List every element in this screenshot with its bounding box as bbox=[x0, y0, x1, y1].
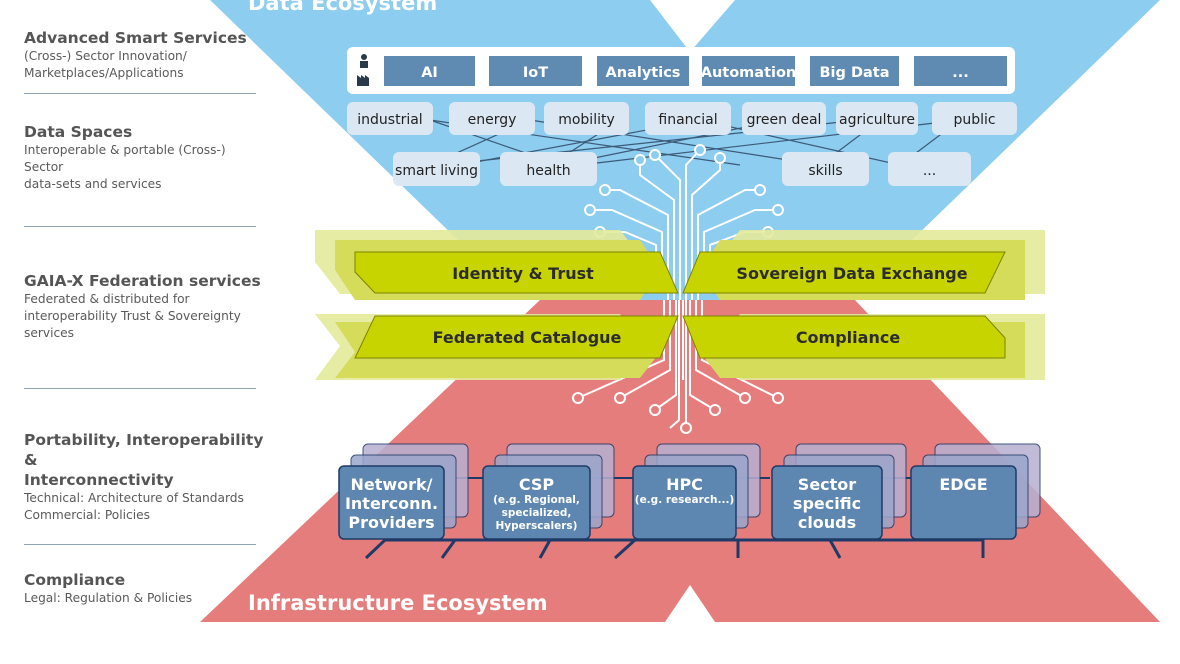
layer-title: Data Spaces bbox=[24, 123, 133, 141]
layer-desc-line: Technical: Architecture of Standards bbox=[24, 491, 244, 505]
divider bbox=[24, 93, 256, 94]
smart-service-box bbox=[597, 56, 689, 86]
factory-icon bbox=[357, 75, 369, 86]
infrastructure-title: specific bbox=[793, 494, 861, 513]
layer-desc-line: Marketplaces/Applications bbox=[24, 66, 184, 80]
data-space-chip bbox=[645, 102, 731, 135]
infrastructure-title: Providers bbox=[348, 513, 434, 532]
federation-service-label: Identity & Trust bbox=[452, 264, 594, 283]
infrastructure-title: clouds bbox=[798, 513, 856, 532]
data-space-chip bbox=[932, 102, 1017, 135]
data-space-chip bbox=[449, 102, 535, 135]
federation-service-label: Federated Catalogue bbox=[433, 328, 622, 347]
infrastructure-subtitle: (e.g. research...) bbox=[635, 494, 734, 506]
layer-desc-line: Interoperable & portable (Cross-) Sector bbox=[24, 143, 226, 174]
federation-service-label: Sovereign Data Exchange bbox=[736, 264, 967, 283]
data-space-chip bbox=[544, 102, 629, 135]
infrastructure-title: EDGE bbox=[939, 475, 987, 494]
data-space-label: mobility bbox=[558, 112, 615, 128]
smart-service-label: Automation bbox=[701, 65, 797, 81]
data-space-label: smart living bbox=[395, 163, 478, 179]
smart-service-box bbox=[914, 56, 1007, 86]
infrastructure-title: Network/ bbox=[350, 475, 432, 494]
infrastructure-box bbox=[910, 465, 1017, 540]
divider bbox=[24, 388, 256, 389]
data-space-label: skills bbox=[808, 163, 842, 179]
data-space-label: energy bbox=[468, 112, 517, 128]
person-icon bbox=[360, 54, 368, 68]
federated-catalogue-blade bbox=[354, 315, 679, 359]
infrastructure-subtitle: Hyperscalers) bbox=[496, 520, 578, 532]
infrastructure-title: HPC bbox=[666, 475, 703, 494]
compliance-blade bbox=[682, 315, 1006, 359]
sovereign-data-exchange-blade bbox=[682, 251, 1006, 294]
layer-advanced-smart-services: Advanced Smart Services (Cross-) Sector … bbox=[24, 28, 264, 82]
layer-title: Advanced Smart Services bbox=[24, 29, 247, 47]
data-space-label: public bbox=[953, 112, 995, 128]
layer-desc-line: Legal: Regulation & Policies bbox=[24, 591, 193, 605]
infrastructure-title: CSP bbox=[519, 475, 555, 494]
infrastructure-box bbox=[771, 465, 883, 540]
infrastructure-box bbox=[632, 465, 737, 540]
infrastructure-box bbox=[338, 465, 445, 540]
data-space-label: industrial bbox=[357, 112, 422, 128]
infrastructure-subtitle: (e.g. Regional, bbox=[493, 494, 580, 506]
identity-trust-blade bbox=[354, 251, 679, 294]
layer-desc-line: Commercial: Policies bbox=[24, 508, 150, 522]
data-space-chip bbox=[836, 102, 918, 135]
layer-title: GAIA-X Federation services bbox=[24, 272, 261, 290]
layer-desc-line: interoperability Trust & Sovereignty bbox=[24, 309, 241, 323]
data-space-label: financial bbox=[658, 112, 717, 128]
smart-service-label: ... bbox=[952, 65, 969, 81]
layer-portability: Portability, Interoperability & Intercon… bbox=[24, 430, 264, 524]
layer-title: Portability, Interoperability & bbox=[24, 431, 264, 469]
infrastructure-title: Interconn. bbox=[345, 494, 438, 513]
smart-service-box bbox=[489, 56, 582, 86]
data-space-label: health bbox=[526, 163, 570, 179]
data-space-chip bbox=[393, 152, 480, 186]
data-ecosystem-title: Data Ecosystem bbox=[248, 0, 437, 15]
divider bbox=[24, 544, 256, 545]
layer-desc-line: data-sets and services bbox=[24, 177, 162, 191]
federation-services bbox=[315, 230, 1045, 380]
circuit-nodes bbox=[572, 392, 784, 434]
layer-desc-line: Federated & distributed for bbox=[24, 292, 190, 306]
smart-service-box bbox=[810, 56, 899, 86]
infrastructure-title: Sector bbox=[798, 475, 857, 494]
smart-service-label: AI bbox=[421, 65, 438, 81]
data-space-chip bbox=[500, 152, 597, 186]
smart-service-box bbox=[384, 56, 475, 86]
data-space-chip bbox=[347, 102, 433, 135]
layer-federation-services: GAIA-X Federation services Federated & d… bbox=[24, 271, 264, 342]
layer-data-spaces: Data Spaces Interoperable & portable (Cr… bbox=[24, 122, 264, 193]
layer-title: Compliance bbox=[24, 571, 126, 589]
data-space-chip bbox=[742, 102, 826, 135]
layer-desc-line: services bbox=[24, 326, 75, 340]
layer-desc-line: (Cross-) Sector Innovation/ bbox=[24, 49, 187, 63]
layer-title: Interconnectivity bbox=[24, 471, 174, 489]
divider bbox=[24, 226, 256, 227]
smart-service-label: Big Data bbox=[820, 65, 890, 81]
infrastructure-ecosystem-title: Infrastructure Ecosystem bbox=[248, 591, 548, 615]
infrastructure-box bbox=[482, 465, 591, 540]
smart-service-box bbox=[702, 56, 795, 86]
data-space-label: green deal bbox=[747, 112, 822, 128]
data-space-chip bbox=[782, 152, 869, 186]
data-space-label: agriculture bbox=[839, 112, 915, 128]
smart-service-label: Analytics bbox=[606, 65, 681, 81]
infrastructure-subtitle: specialized, bbox=[502, 507, 572, 519]
layer-compliance: Compliance Legal: Regulation & Policies bbox=[24, 570, 264, 607]
smart-service-label: IoT bbox=[523, 65, 548, 81]
data-space-chip bbox=[888, 152, 971, 186]
federation-service-label: Compliance bbox=[796, 328, 901, 347]
data-space-label: ... bbox=[923, 163, 936, 179]
